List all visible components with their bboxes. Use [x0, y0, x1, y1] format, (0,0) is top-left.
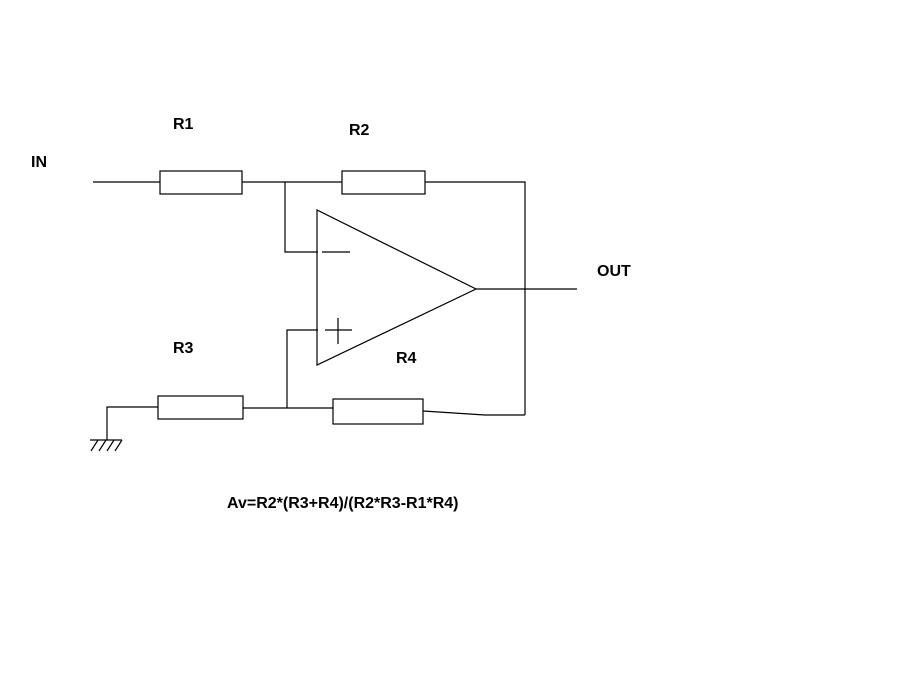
resistor-r3 — [157, 395, 244, 420]
r2-feedback-wire — [425, 181, 526, 415]
plus-sign-icon — [325, 318, 352, 344]
ground-wire — [106, 406, 158, 440]
inverting-input-wire — [284, 182, 318, 253]
gain-formula: Av=R2*(R3+R4)/(R2*R3-R1*R4) — [227, 495, 458, 512]
resistor-r2 — [341, 170, 426, 195]
output-label: OUT — [597, 263, 631, 280]
resistor-r4 — [332, 398, 424, 425]
r2-label: R2 — [349, 122, 370, 139]
r4-feedback-wire — [422, 410, 525, 416]
resistor-r1 — [159, 170, 243, 195]
ground-icon — [90, 439, 123, 452]
input-label: IN — [31, 154, 47, 171]
r4-label: R4 — [396, 350, 417, 367]
op-amp — [316, 209, 478, 366]
r1-label: R1 — [173, 116, 194, 133]
non-inverting-input-wire — [286, 329, 318, 408]
r3-label: R3 — [173, 340, 194, 357]
